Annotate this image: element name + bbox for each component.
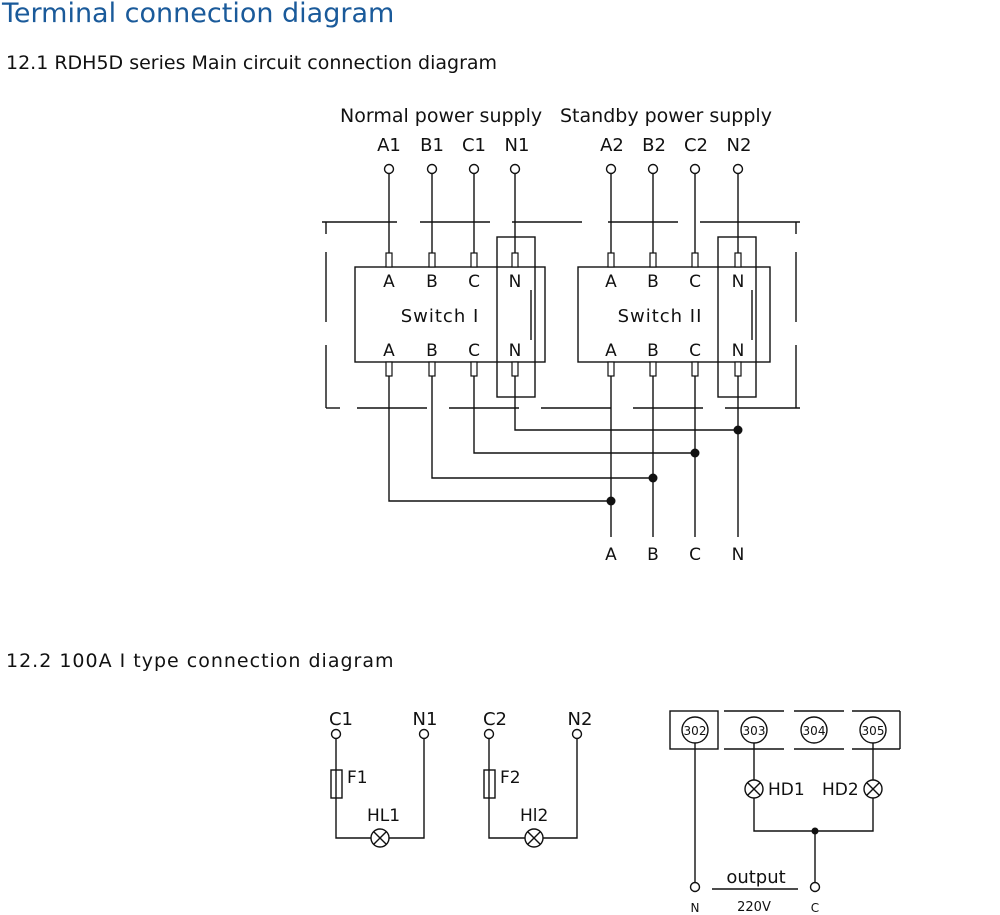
switch-2-top-c: C <box>689 272 701 292</box>
switch-2-top-n: N <box>732 272 745 292</box>
terminal-303: 303 <box>743 724 766 738</box>
indicator-wiring <box>689 743 883 893</box>
switch-2-bottom-c: C <box>689 341 701 361</box>
switch-2-top-a: A <box>605 272 617 292</box>
terminal-304: 304 <box>803 724 826 738</box>
terminal-block <box>669 710 901 750</box>
normal-power-label: Normal power supply <box>340 105 542 127</box>
switch-1-label: Switch I <box>401 306 480 327</box>
circuit2-wiring <box>483 728 583 848</box>
section2-heading: 12.2 100A I type connection diagram <box>6 650 395 672</box>
switch-1-bottom-a: A <box>383 341 395 361</box>
output-c: C <box>689 545 701 565</box>
page-title: Terminal connection diagram <box>2 0 395 29</box>
terminal-305: 305 <box>862 724 885 738</box>
section1-heading: 12.1 RDH5D series Main circuit connectio… <box>6 52 498 74</box>
switch-1-body <box>354 266 546 363</box>
switch-1-top-c: C <box>468 272 480 292</box>
circuit1-lamp-label: HL1 <box>367 806 400 826</box>
circuit1-n1-label: N1 <box>413 709 438 730</box>
terminal-C2: C2 <box>684 135 708 156</box>
switch-1-top-a: A <box>383 272 395 292</box>
lamp-hd1-label: HD1 <box>768 780 805 800</box>
terminal-A1: A1 <box>377 135 401 156</box>
circuit2-c2-label: C2 <box>483 709 507 730</box>
switch-2-bottom-n: N <box>732 341 745 361</box>
switch-1-n-bridge <box>496 236 536 398</box>
output-a: A <box>605 545 617 565</box>
terminal-B1: B1 <box>420 135 444 156</box>
terminal-B2: B2 <box>642 135 666 156</box>
switch-2-bottom-b: B <box>647 341 659 361</box>
standby-power-label: Standby power supply <box>560 105 772 127</box>
switch-1-top-n: N <box>509 272 522 292</box>
output-label: output <box>726 867 785 888</box>
switch-2-n-bridge <box>717 236 757 398</box>
lamp-hd2-label: HD2 <box>822 780 859 800</box>
switch-1-bottom-b: B <box>426 341 438 361</box>
switch-2-bottom-a: A <box>605 341 617 361</box>
switch-1-bottom-n: N <box>509 341 522 361</box>
terminal-tabs <box>385 252 742 377</box>
incoming-wires <box>383 163 744 253</box>
output-b: B <box>647 545 659 565</box>
terminal-C1: C1 <box>462 135 486 156</box>
terminal-N1: N1 <box>505 135 530 156</box>
switch-2-label: Switch II <box>618 306 703 327</box>
voltage-label: 220V <box>737 900 771 915</box>
switch-2-top-b: B <box>647 272 659 292</box>
circuit2-fuse-label: F2 <box>500 768 521 788</box>
c-terminal-label: C <box>811 901 819 915</box>
output-bus-wires <box>388 376 743 537</box>
circuit1-c1-label: C1 <box>329 709 353 730</box>
terminal-302: 302 <box>684 724 707 738</box>
switch-2-body <box>577 266 771 363</box>
terminal-N2: N2 <box>727 135 752 156</box>
switch-1-bottom-c: C <box>468 341 480 361</box>
circuit1-wiring <box>330 728 430 848</box>
terminal-A2: A2 <box>600 135 624 156</box>
switch-1-top-b: B <box>426 272 438 292</box>
circuit2-n2-label: N2 <box>568 709 593 730</box>
output-n: N <box>732 545 745 565</box>
circuit1-fuse-label: F1 <box>347 768 368 788</box>
n-terminal-label: N <box>691 901 700 915</box>
circuit2-lamp-label: Hl2 <box>520 806 548 826</box>
